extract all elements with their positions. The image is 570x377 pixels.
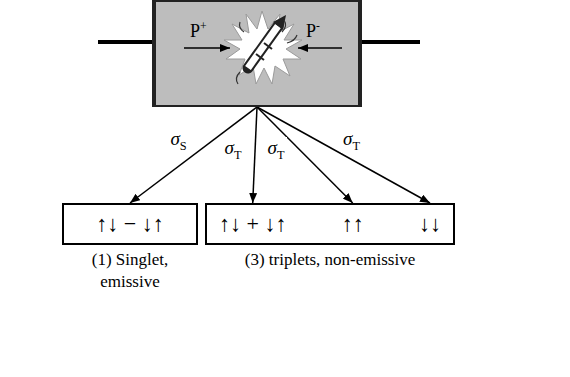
cross-section-label: σT [341,128,362,154]
cross-section-label: σS [168,128,188,154]
state-caption: (1) Singlet, emissive [75,249,185,293]
rocket [248,15,286,68]
transition-arrow [130,107,257,203]
transition-arrow [253,107,257,203]
spin-state: ↓↓ [419,211,441,237]
device-box: P+ P- [152,0,362,107]
firework-illustration [156,2,362,105]
cross-section-label: σT [266,137,287,163]
spin-state: ↑↓ + ↓↑ [219,211,286,237]
sparks [236,20,297,84]
spin-state-box: ↑↓ + ↓↑↑↑↓↓(3) triplets, non-emissive [205,203,455,245]
charge-arrow [298,47,342,49]
spin-state-box: ↑↓ − ↓↑(1) Singlet, emissive [62,203,198,245]
spin-state: ↑↓ − ↓↑ [96,211,163,237]
charge-arrow [184,47,230,49]
transition-arrow [257,107,430,203]
spin-state: ↑↑ [342,211,364,237]
lead-wire [358,40,420,44]
charge-label: P+ [190,20,207,42]
burst-star [224,11,302,84]
charge-label: P- [306,20,320,42]
state-caption: (3) triplets, non-emissive [210,249,450,271]
transition-arrow [257,107,353,203]
lead-wire [98,40,156,44]
cross-section-label: σT [223,137,244,163]
